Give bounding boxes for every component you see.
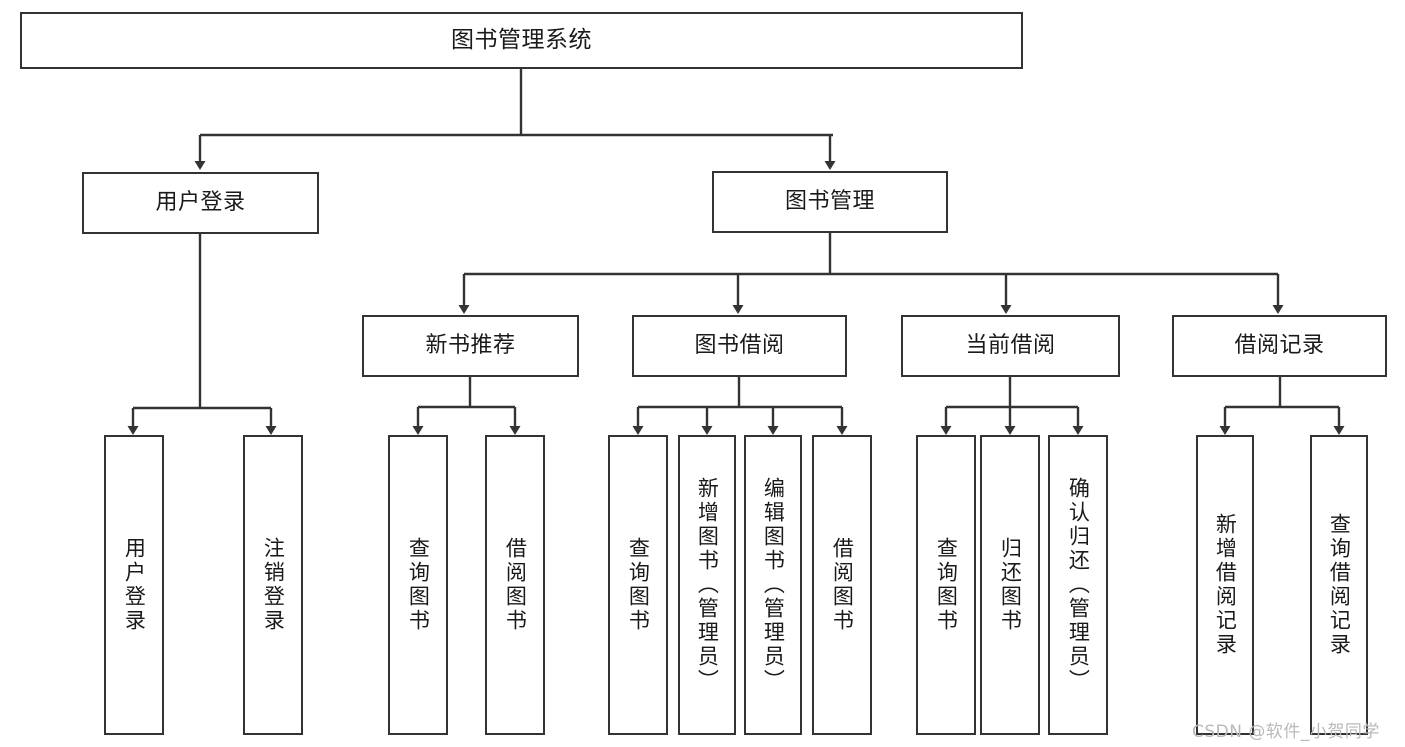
node-current-borrow[interactable]: 当前借阅	[901, 315, 1120, 377]
node-leaf-borrow-book-2[interactable]: 借阅图书	[812, 435, 872, 735]
node-leaf-borrow-book-1[interactable]: 借阅图书	[485, 435, 545, 735]
node-leaf-query-book-3[interactable]: 查询图书	[916, 435, 976, 735]
node-leaf-user-login[interactable]: 用户登录	[104, 435, 164, 735]
node-leaf-edit-book[interactable]: 编辑图书（管理员）	[744, 435, 802, 735]
node-book-borrow[interactable]: 图书借阅	[632, 315, 847, 377]
node-leaf-query-record[interactable]: 查询借阅记录	[1310, 435, 1368, 735]
node-root[interactable]: 图书管理系统	[20, 12, 1023, 69]
node-user-login[interactable]: 用户登录	[82, 172, 319, 234]
node-leaf-query-book-1[interactable]: 查询图书	[388, 435, 448, 735]
node-leaf-logout[interactable]: 注销登录	[243, 435, 303, 735]
node-leaf-add-book[interactable]: 新增图书（管理员）	[678, 435, 736, 735]
node-leaf-return-book[interactable]: 归还图书	[980, 435, 1040, 735]
node-new-book-recommend[interactable]: 新书推荐	[362, 315, 579, 377]
node-borrow-record[interactable]: 借阅记录	[1172, 315, 1387, 377]
node-leaf-add-record[interactable]: 新增借阅记录	[1196, 435, 1254, 735]
node-book-manage[interactable]: 图书管理	[712, 171, 948, 233]
node-leaf-confirm-return[interactable]: 确认归还（管理员）	[1048, 435, 1108, 735]
node-leaf-query-book-2[interactable]: 查询图书	[608, 435, 668, 735]
csdn-watermark: CSDN @软件_小贺同学	[1192, 722, 1380, 742]
